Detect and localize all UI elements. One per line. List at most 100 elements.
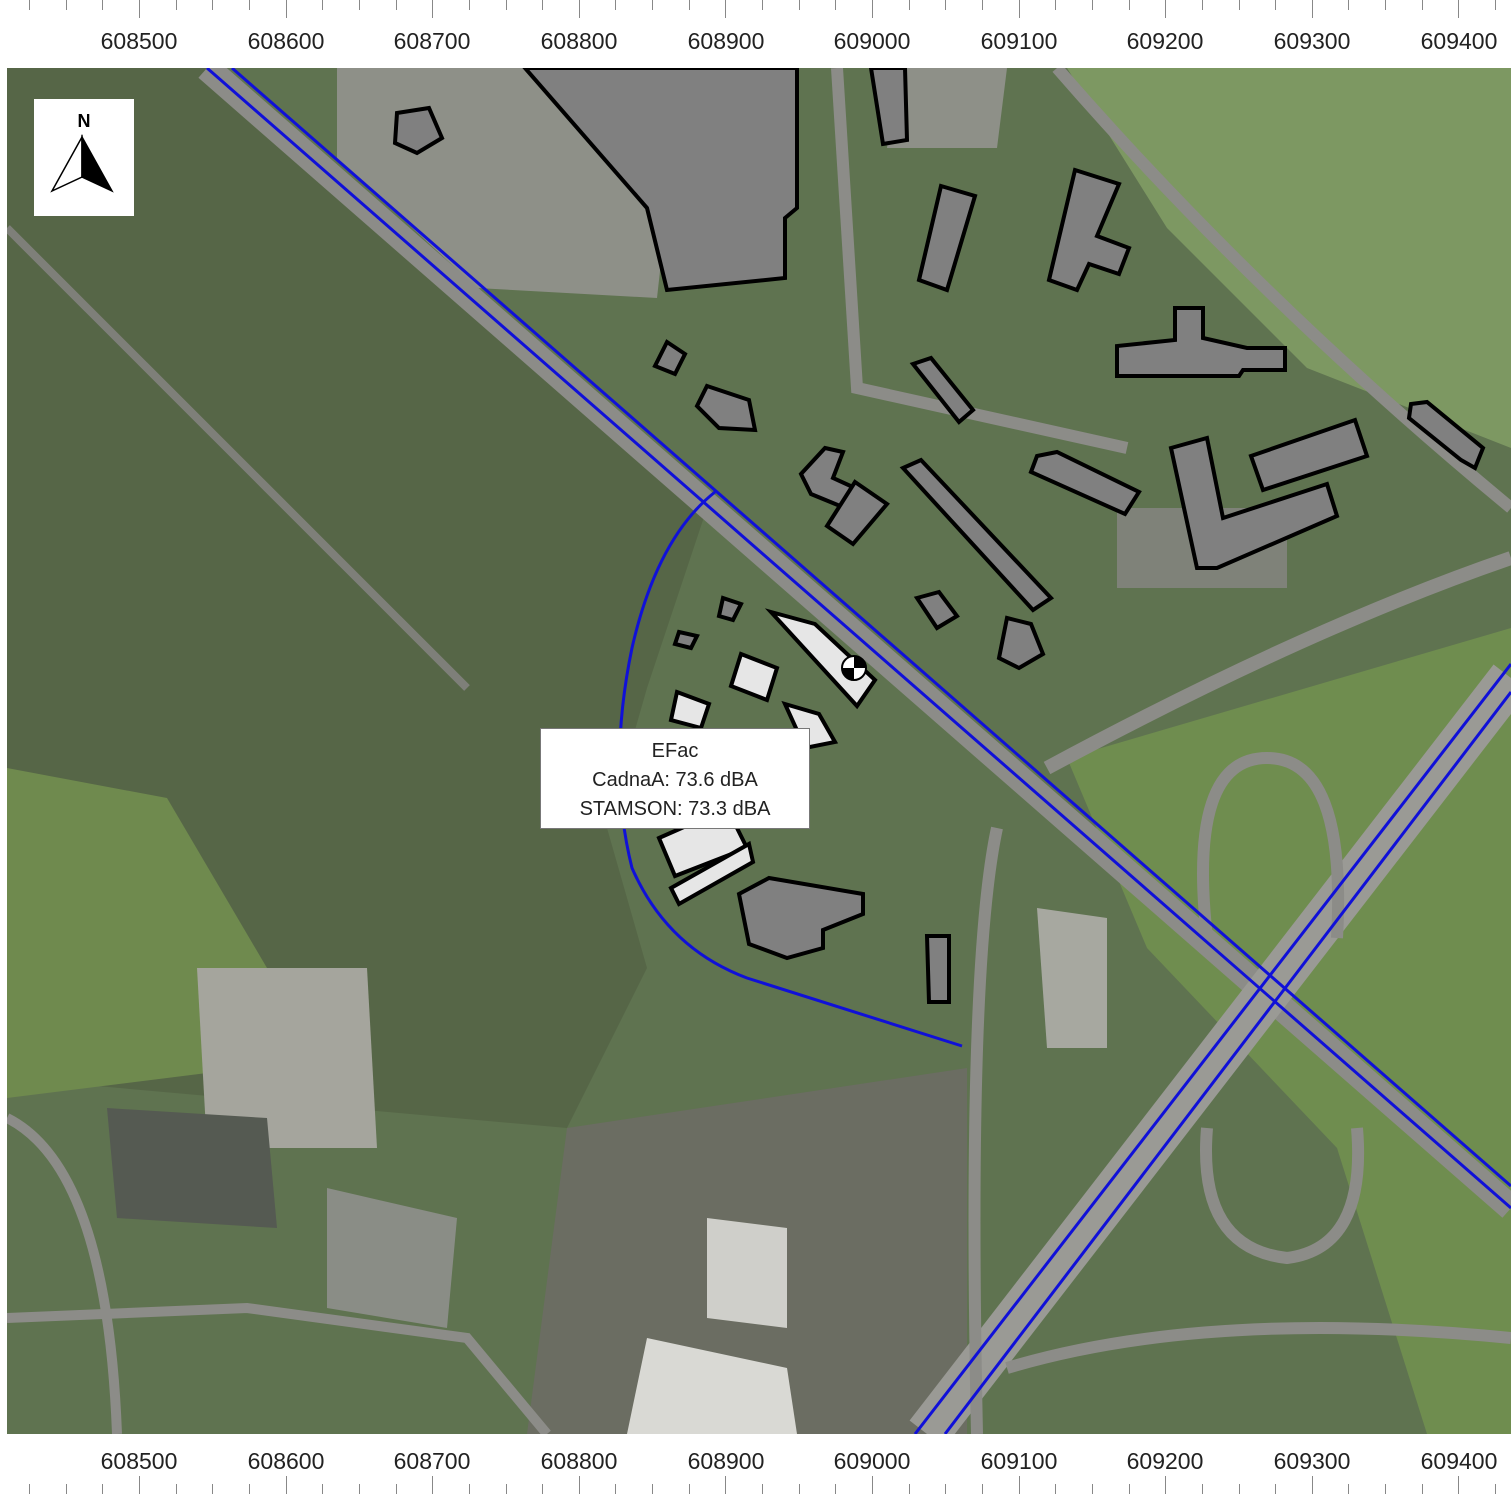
- easting-label: 609000: [833, 1448, 911, 1474]
- axis-tick: [505, 0, 507, 10]
- axis-tick: [358, 1484, 360, 1494]
- road-surface: [1005, 1322, 1511, 1374]
- axis-tick: [835, 0, 837, 10]
- highway-source-line: [943, 691, 1511, 1434]
- highway-source-line: [913, 663, 1511, 1434]
- building: [392, 105, 445, 156]
- axis-tick: [358, 0, 360, 10]
- building: [1248, 417, 1370, 493]
- easting-label: 608700: [393, 1448, 471, 1474]
- easting-label: 608500: [100, 28, 178, 54]
- parking-lot: [887, 68, 1007, 148]
- axis-tick: [285, 0, 287, 18]
- easting-label: 608900: [687, 1448, 765, 1474]
- easting-label: 609400: [1420, 28, 1498, 54]
- axis-tick: [542, 1484, 544, 1494]
- axis-tick: [872, 0, 873, 18]
- axis-tick: [762, 1484, 764, 1494]
- road-surface: [7, 1302, 551, 1434]
- axis-tick: [578, 1476, 580, 1494]
- building: [1046, 167, 1132, 293]
- building: [824, 479, 890, 547]
- axis-tick: [1128, 1484, 1130, 1494]
- axis-tick: [688, 1484, 690, 1494]
- road-surface: [831, 68, 1129, 454]
- easting-label: 609200: [1126, 28, 1204, 54]
- building: [522, 68, 799, 293]
- road-surface: [7, 1113, 122, 1434]
- building: [916, 183, 978, 293]
- axis-tick: [1385, 1484, 1387, 1494]
- building-roof: [707, 1218, 787, 1328]
- bottom-axis: 608500 608600 608700 608800 608900 60900…: [0, 1434, 1511, 1494]
- axis-tick: [1055, 0, 1057, 10]
- easting-label: 609100: [980, 1448, 1058, 1474]
- highlighted-building: [728, 651, 780, 703]
- axis-tick: [981, 1484, 983, 1494]
- axis-tick: [1275, 0, 1277, 10]
- road-source-line: [231, 68, 1511, 1188]
- axis-tick: [725, 0, 727, 18]
- axis-tick: [395, 1484, 397, 1494]
- axis-tick: [1495, 0, 1497, 10]
- highway-surface: [909, 664, 1511, 1434]
- warehouse-roof: [627, 1338, 797, 1434]
- axis-tick: [212, 0, 214, 10]
- axis-tick: [1275, 1484, 1277, 1494]
- institutional-building: [327, 1188, 457, 1328]
- axis-tick: [615, 1484, 617, 1494]
- road-surface: [1052, 68, 1511, 513]
- top-axis: 608500 608600 608700 608800 608900 60900…: [0, 0, 1511, 68]
- axis-tick: [908, 0, 910, 10]
- local-street: [7, 225, 470, 691]
- axis-tick: [395, 0, 397, 10]
- cadnaa-level: CadnaA: 73.6 dBA: [592, 769, 758, 791]
- axis-tick: [139, 1476, 140, 1494]
- institutional-building: [107, 1108, 277, 1228]
- axis-tick: [432, 1476, 434, 1494]
- axis-tick: [872, 1476, 873, 1494]
- building: [913, 589, 960, 631]
- axis-tick: [1311, 0, 1313, 18]
- axis-tick: [248, 0, 250, 10]
- axis-tick: [762, 0, 764, 10]
- axis-tick: [578, 0, 580, 18]
- axis-tick: [542, 0, 544, 10]
- axis-tick: [1458, 0, 1460, 18]
- easting-label: 608500: [100, 1448, 178, 1474]
- receiver-name: EFac: [651, 740, 699, 762]
- axis-tick: [1421, 1484, 1423, 1494]
- axis-tick: [1385, 0, 1387, 10]
- building: [652, 339, 688, 377]
- cloverleaf-ramp: [1197, 751, 1345, 939]
- axis-tick: [945, 0, 947, 10]
- axis-tick: [652, 1484, 654, 1494]
- axis-tick: [1091, 1484, 1093, 1494]
- building: [996, 615, 1046, 671]
- highlighted-building: [668, 840, 756, 907]
- building: [1115, 306, 1287, 378]
- building: [1406, 399, 1486, 471]
- easting-label: 609300: [1273, 28, 1351, 54]
- parking-lot: [197, 968, 377, 1148]
- axis-tick: [1421, 0, 1423, 10]
- axis-tick: [322, 1484, 324, 1494]
- building: [899, 457, 1055, 613]
- building: [672, 629, 700, 651]
- axis-tick: [248, 1484, 250, 1494]
- easting-label: 608900: [687, 28, 765, 54]
- open-space-ne: [1067, 68, 1511, 448]
- building: [1168, 435, 1340, 570]
- north-arrow: N: [34, 99, 134, 216]
- axis-tick: [945, 1484, 947, 1494]
- axis-tick: [725, 1476, 727, 1494]
- axis-tick: [798, 1484, 800, 1494]
- receiver-marker: [841, 655, 867, 681]
- axis-tick: [798, 0, 800, 10]
- road-surface: [968, 826, 1003, 1434]
- axis-tick: [652, 0, 654, 10]
- stamson-level: STAMSON: 73.3 dBA: [579, 798, 771, 820]
- axis-tick: [505, 1484, 507, 1494]
- easting-label: 608600: [247, 28, 325, 54]
- easting-label: 609300: [1273, 1448, 1351, 1474]
